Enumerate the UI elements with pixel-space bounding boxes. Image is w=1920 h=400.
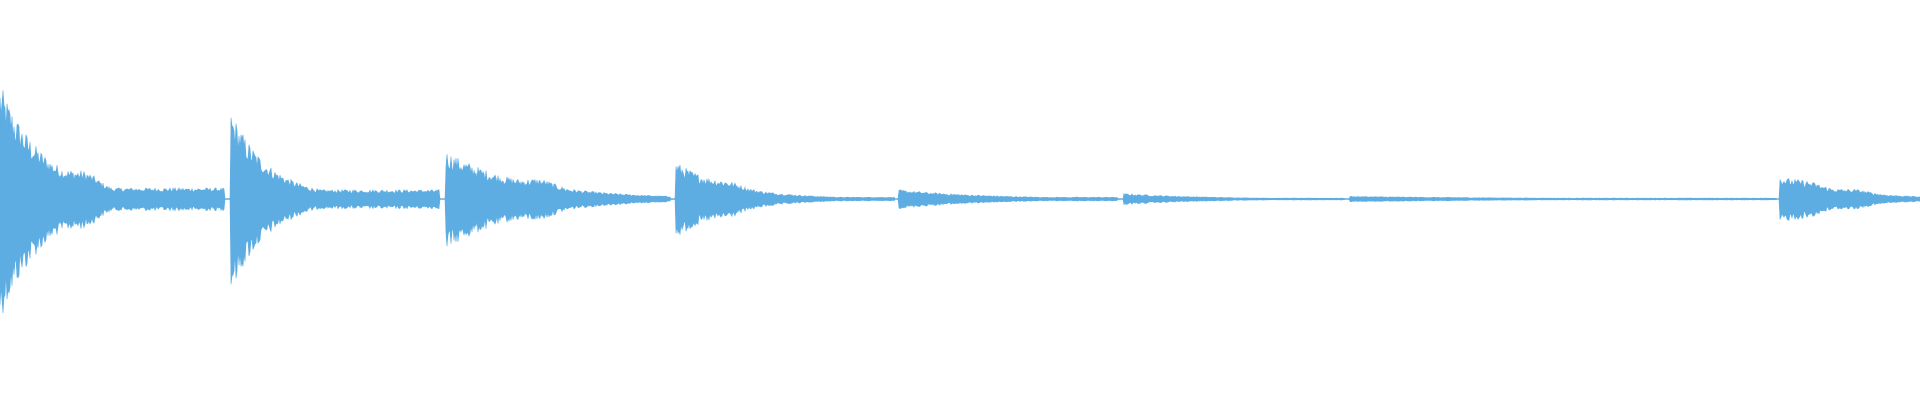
- waveform-envelope: [0, 90, 1920, 314]
